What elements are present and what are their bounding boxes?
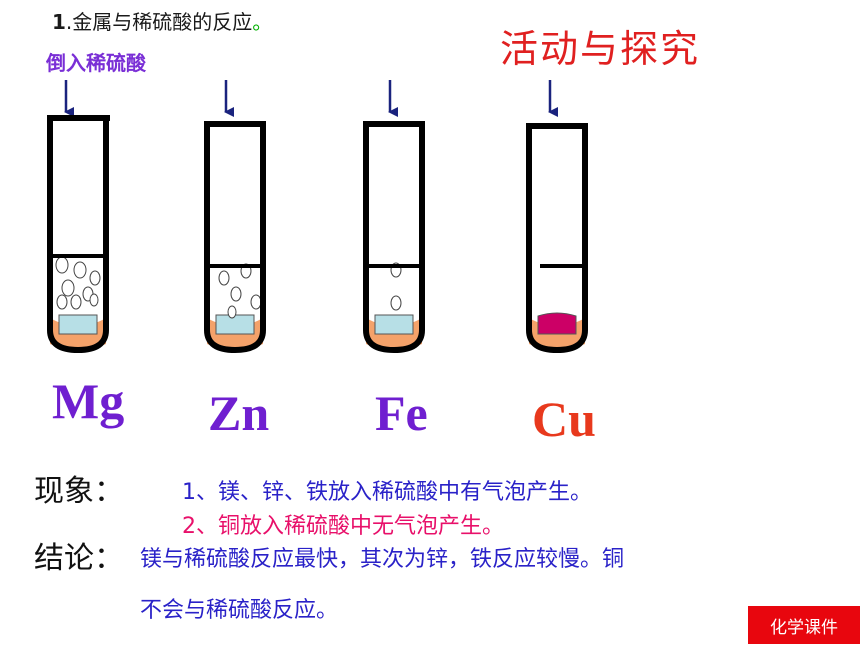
heading-text: .金属与稀硫酸的反应 (65, 10, 253, 34)
observation-line-2: 2、铜放入稀硫酸中无气泡产生。 (182, 514, 504, 539)
metal-solid-mg (58, 314, 98, 335)
metal-label-cu: Cu (532, 391, 596, 447)
heading-dot: 。 (252, 10, 273, 34)
metal-solid-fe (374, 314, 414, 335)
metal-solid-cu (537, 312, 577, 335)
heading-number: 1 (52, 10, 66, 34)
activity-title: 活动与探究 (500, 27, 701, 71)
observation-line-1: 1、镁、锌、铁放入稀硫酸中有气泡产生。 (182, 480, 592, 505)
bubbles-mg (55, 256, 101, 310)
test-tube-fe (363, 121, 425, 354)
test-tubes-diagram (47, 80, 588, 354)
metal-label-mg: Mg (52, 373, 125, 429)
metal-label-fe: Fe (375, 385, 428, 441)
bubbles-zn (218, 263, 262, 319)
test-tube-zn (204, 121, 266, 354)
section-heading: 1.金属与稀硫酸的反应。 (52, 6, 272, 35)
conclusion-line-1: 镁与稀硫酸反应最快，其次为锌，铁反应较慢。铜 (140, 547, 625, 572)
metal-label-zn: Zn (208, 385, 270, 441)
metal-solid-zn (215, 314, 255, 335)
observation-label: 现象： (34, 474, 124, 509)
test-tube-mg (47, 115, 110, 354)
courseware-badge: 化学课件 (748, 606, 860, 644)
pour-acid-label: 倒入稀硫酸 (46, 51, 146, 75)
test-tube-cu (526, 123, 588, 354)
bubbles-fe (390, 262, 402, 311)
conclusion-line-2: 不会与稀硫酸反应。 (140, 598, 339, 623)
conclusion-label: 结论： (34, 541, 124, 576)
